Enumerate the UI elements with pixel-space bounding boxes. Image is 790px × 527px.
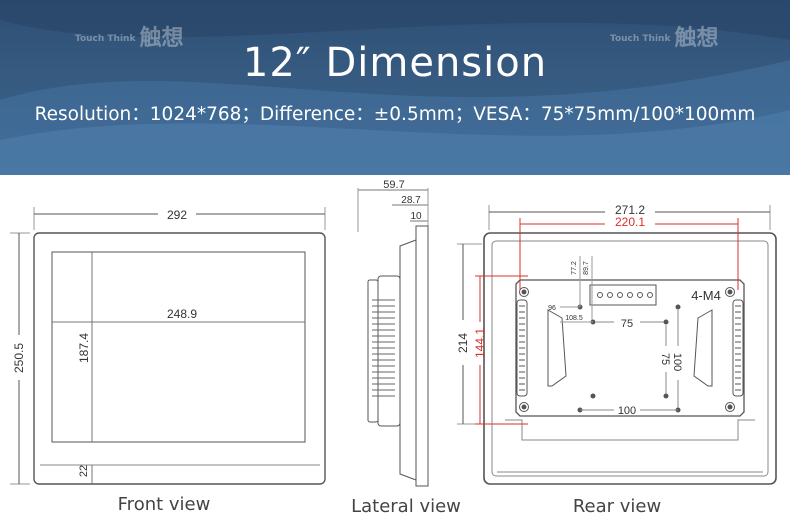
rear-back-body	[515, 279, 745, 417]
rear-red-dims	[475, 218, 739, 425]
rear-width-label: 271.2	[615, 203, 645, 217]
depth-body-label: 28.7	[401, 195, 421, 206]
rear-screw	[725, 402, 735, 412]
vesa-hole	[675, 304, 681, 310]
rear-screw	[519, 287, 529, 297]
front-width-label: 292	[167, 208, 187, 222]
rear-screw	[519, 402, 529, 412]
lateral-body	[377, 275, 401, 427]
rear-view	[457, 205, 777, 485]
rear-height-label: 214	[456, 333, 470, 353]
banner-waves	[0, 0, 790, 175]
rear-outline	[483, 232, 777, 485]
screen-width-label: 248.9	[167, 307, 197, 321]
screw-spec-label: 4-M4	[691, 288, 721, 303]
dimension-drawing: 292 250.5 248.9 187.4 22 59.7 28.7 10 27…	[10, 179, 777, 517]
dim-77-label: 77.2	[571, 261, 578, 275]
rear-inner-width-label: 220.1	[615, 215, 645, 229]
vesa-hole	[663, 319, 669, 325]
page-subtitle: Resolution：1024*768；Difference：±0.5mm；VE…	[34, 104, 756, 125]
page-title: 12″ Dimension	[242, 40, 548, 86]
depth-front-label: 10	[410, 211, 422, 222]
lateral-view-label: Lateral view	[351, 496, 461, 517]
vesa-horizontal-label: 75	[621, 318, 633, 330]
bottom-bezel-label: 22	[78, 465, 90, 477]
rear-screw	[725, 287, 735, 297]
front-height-label: 250.5	[12, 343, 26, 373]
vesa-horizontal-large-label: 100	[618, 405, 636, 417]
vesa-hole	[663, 393, 669, 399]
front-view-label: Front view	[118, 494, 211, 515]
dim-108-label: 108.5	[565, 315, 583, 322]
lateral-front-panel	[415, 225, 429, 487]
front-outline	[33, 232, 326, 485]
dim-89-label: 89.7	[583, 261, 590, 275]
screen-height-label: 187.4	[77, 333, 91, 363]
vesa-vertical-label: 75	[659, 353, 671, 365]
front-view	[10, 207, 326, 485]
vesa-hole	[590, 393, 596, 399]
rear-view-label: Rear view	[573, 496, 661, 517]
rear-inner-height-label: 144.1	[473, 328, 487, 358]
front-screen	[51, 251, 306, 443]
vesa-vertical-large-label: 100	[671, 353, 683, 371]
lateral-view	[357, 188, 429, 487]
rear-port-panel	[589, 284, 657, 306]
dim-96-label: 96	[548, 305, 556, 312]
depth-total-label: 59.7	[383, 179, 404, 191]
